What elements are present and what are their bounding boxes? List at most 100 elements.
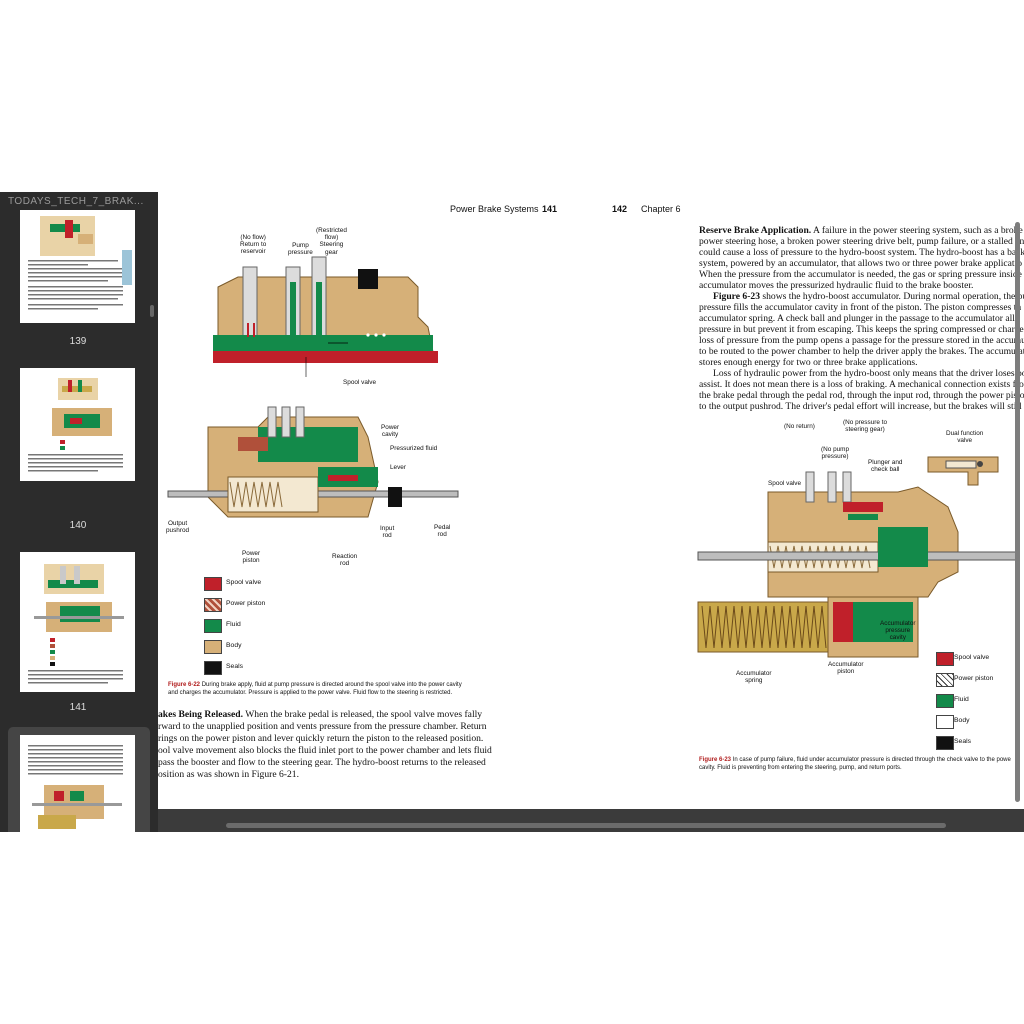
legend-label: Power piston (954, 675, 994, 682)
body-heading: Reserve Brake Application. (699, 225, 812, 236)
sidebar-scrollbar[interactable] (150, 305, 154, 317)
thumbnail-page-number: 139 (69, 336, 87, 347)
left-body-line-6: osition as was shown in Figure 6-21. (158, 769, 299, 780)
right-body-line-17: to the output pushrod. The driver's peda… (699, 401, 1024, 412)
thumbnail-page-number: 141 (69, 702, 87, 713)
legend-label: Body (226, 642, 242, 649)
document-spread: Power Brake Systems 141 (No flow)Return … (158, 192, 1024, 809)
right-body-line-5: When the pressure from the accumulator i… (699, 269, 1024, 280)
right-body-line-1: Reserve Brake Application. A failure in … (699, 225, 1023, 236)
legend-label: Seals (226, 663, 244, 670)
label-spool-valve-23: Spool valve (768, 480, 802, 487)
right-body-line-15: assist. It does not mean there is a loss… (699, 379, 1024, 390)
legend-label: Fluid (226, 621, 241, 628)
document-title: TODAYS_TECH_7_BRAK... (8, 196, 144, 207)
thumbnail-image (20, 210, 135, 323)
legend-label: Seals (954, 738, 972, 745)
right-body-line-9: accumulator spring. A check ball and plu… (699, 313, 1020, 324)
pdf-viewer-window: TODAYS_TECH_7_BRAK... (0, 192, 1024, 832)
thumbnail-image (20, 735, 135, 832)
right-body-line-3: could cause a loss of pressure to the hy… (699, 247, 1024, 258)
left-body-line-2: rward to the unapplied position and vent… (158, 721, 487, 732)
legend-swatch-seals (936, 736, 954, 750)
figure-6-23-caption-line2: cavity. Fluid is preventing from enterin… (699, 765, 902, 771)
right-body-line-4: system, powered by an accumulator, that … (699, 258, 1023, 269)
right-body-line-6: accumulator moves the pressurized hydrau… (699, 280, 974, 291)
body-text: When the brake pedal is released, the sp… (243, 709, 483, 720)
vertical-scroll-thumb[interactable] (1015, 222, 1020, 802)
legend-swatch-body (936, 715, 954, 729)
body-text: shows the hydro-boost accumulator. Durin… (760, 291, 1024, 302)
legend-label: Fluid (954, 696, 969, 703)
legend-swatch-fluid (204, 619, 222, 633)
label-spool-valve: Spool valve (343, 379, 377, 386)
legend-label: Body (954, 717, 970, 724)
caption-figure-label: Figure 6-23 (699, 757, 732, 763)
dual-function-valve-inset (927, 456, 999, 486)
legend-label: Power piston (226, 600, 266, 607)
body-figure-ref: Figure 6-23 (713, 291, 760, 302)
legend-swatch-power-piston (936, 673, 954, 687)
right-body-line-10: pressure in but prevent it from escaping… (699, 324, 1024, 335)
right-body-line-8: pressure fills the accumulator cavity in… (699, 302, 1022, 313)
legend-swatch-power-piston (204, 598, 222, 612)
label-no-return: (No return) (784, 423, 815, 430)
label-lever: Lever (390, 464, 406, 471)
caption-text: In case of pump failure, fluid under acc… (732, 757, 1011, 763)
left-body-line-1: akes Being Released. When the brake peda… (158, 709, 482, 720)
right-body-line-13: stores enough energy for two or three br… (699, 357, 918, 368)
right-page-header-title: Chapter 6 (641, 204, 681, 214)
legend-swatch-seals (204, 661, 222, 675)
thumbnail-sidebar: TODAYS_TECH_7_BRAK... (0, 192, 158, 832)
left-body-line-5: pass the booster and flow to the steerin… (158, 757, 486, 768)
legend-label: Spool valve (954, 654, 990, 661)
figure-6-22-spool-diagram (213, 256, 438, 377)
legend-swatch-spool-valve (936, 652, 954, 666)
right-body-line-11: loss of pressure from the pump opens a p… (699, 335, 1024, 346)
thumbnail-page-number: 140 (69, 520, 87, 531)
thumbnail-image (20, 552, 135, 692)
right-page-number: 142 (612, 204, 628, 214)
legend-swatch-body (204, 640, 222, 654)
figure-6-22-caption-line1: Figure 6-22 During brake apply, fluid at… (168, 681, 462, 689)
caption-text: During brake apply, fluid at pump pressu… (201, 682, 462, 688)
thumbnail-image (20, 368, 135, 481)
left-body-line-4: ool valve movement also blocks the fluid… (158, 745, 492, 756)
legend-swatch-spool-valve (204, 577, 222, 591)
caption-figure-label: Figure 6-22 (168, 682, 201, 688)
label-pressurized-fluid: Pressurized fluid (390, 445, 438, 452)
body-text: A failure in the power steering system, … (811, 225, 1023, 236)
vertical-scrollbar[interactable] (1015, 212, 1021, 802)
left-body-line-3: rings on the power piston and lever quic… (158, 733, 484, 744)
horizontal-scroll-thumb[interactable] (226, 823, 946, 828)
right-body-line-16: the brake pedal through the pedal rod, t… (699, 390, 1024, 401)
right-body-line-2: power steering hose, a broken power stee… (699, 236, 1024, 247)
figure-6-22-caption-line2: and charges the accumulator. Pressure is… (168, 690, 453, 696)
left-page-number: 141 (542, 204, 558, 214)
right-body-line-12: to be routed to the power chamber to hel… (699, 346, 1024, 357)
horizontal-scrollbar[interactable] (158, 809, 1024, 832)
legend-label: Spool valve (226, 579, 262, 586)
figure-6-22-booster-diagram (167, 406, 459, 518)
right-body-line-7: Figure 6-23 shows the hydro-boost accumu… (713, 291, 1024, 302)
body-heading: akes Being Released. (158, 709, 244, 720)
legend-swatch-fluid (936, 694, 954, 708)
figure-6-23-caption-line1: Figure 6-23 In case of pump failure, flu… (699, 756, 1011, 764)
figure-6-23-diagram (697, 471, 1019, 658)
